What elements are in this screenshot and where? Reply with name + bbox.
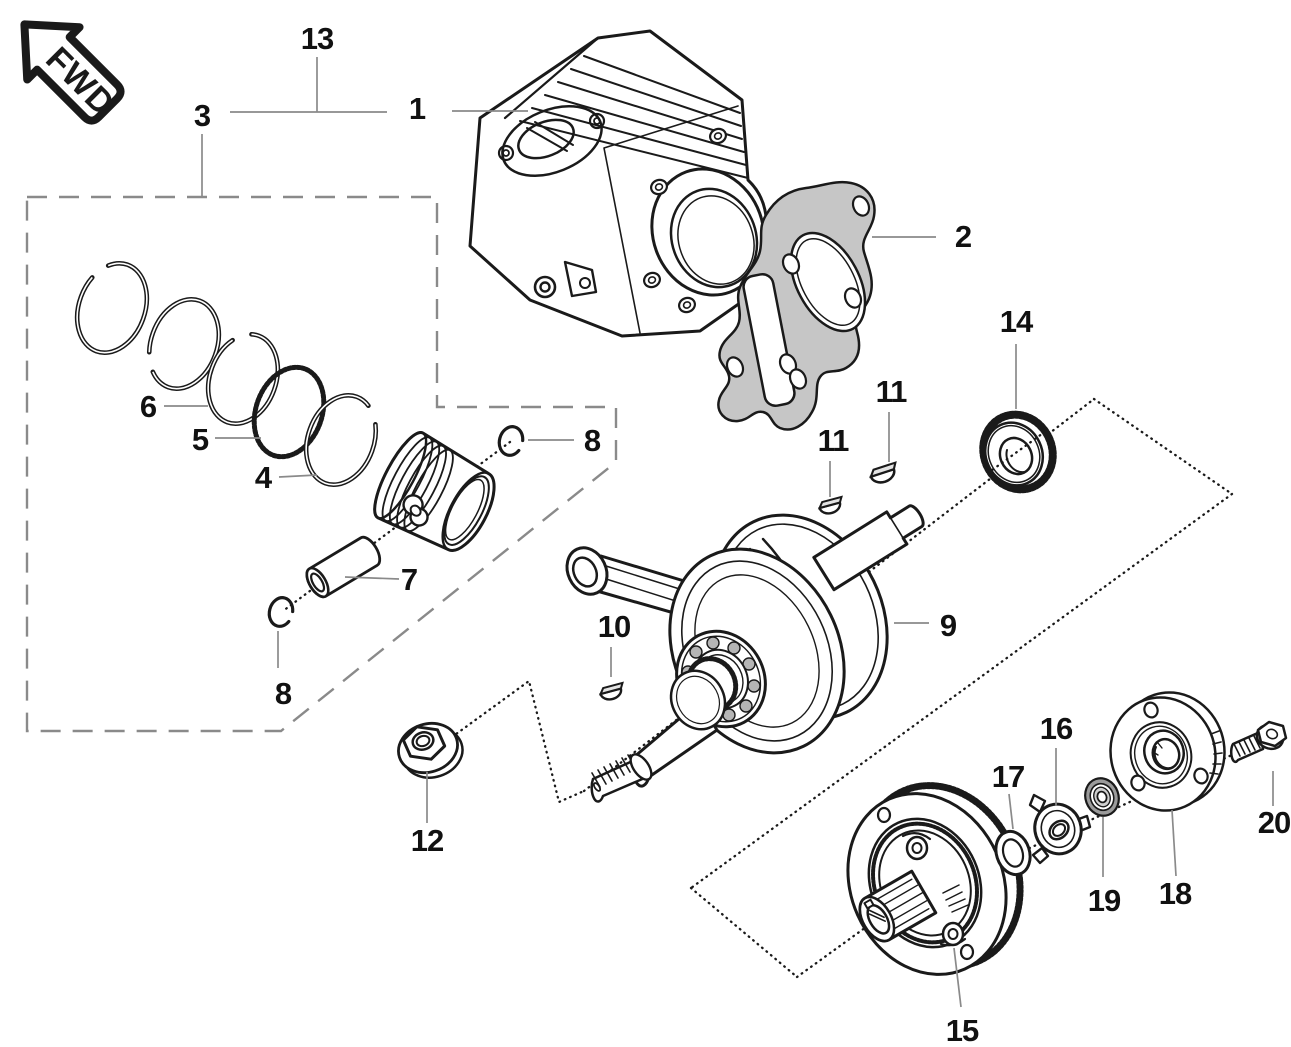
flange-nut: [397, 721, 464, 779]
hub-keyway: [863, 898, 875, 910]
woodruff-key-left: [598, 681, 624, 701]
circlip-lower: [267, 596, 295, 628]
drive-gear: [979, 410, 1057, 494]
callout-cylinder-kit: 13: [300, 21, 334, 56]
callout-oil-ring: 5: [191, 422, 209, 457]
callout-flange-nut: 12: [410, 823, 444, 858]
piston-pin-boss: [402, 494, 429, 527]
crank-shaft-right: [812, 504, 925, 592]
callout-cylinder-gasket: 2: [954, 219, 972, 254]
callout-circlip-upper: 8: [583, 423, 601, 458]
callout-drive-gear: 14: [999, 304, 1033, 339]
callout-bearing: 19: [1087, 883, 1121, 918]
callout-flange-bolt: 20: [1257, 805, 1291, 840]
cooling-fins: [503, 36, 749, 179]
cover-plate: [1109, 691, 1226, 812]
flange-bolt: [1229, 720, 1288, 764]
oil-ring: [251, 364, 327, 460]
clutch-hub: [858, 869, 938, 943]
gear-teeth: [979, 410, 1057, 494]
starter-clutch: [846, 782, 1024, 976]
woodruff-key-right: [869, 461, 897, 484]
spark-plug-boss: [533, 260, 598, 299]
woodruff-key-mid: [817, 495, 843, 515]
gasket-bore: [789, 231, 867, 333]
callout-cylinder: 1: [408, 91, 426, 126]
piston: [373, 431, 496, 552]
callout-piston-ring-bottom: 4: [254, 460, 272, 495]
callout-circlip-lower: 8: [274, 676, 292, 711]
callout-piston-assembly-group: 3: [193, 98, 211, 133]
callout-lock-nut: 16: [1039, 711, 1073, 746]
flange-bolt-holes: [643, 127, 727, 314]
washer: [994, 829, 1032, 877]
lock-nut: [1028, 793, 1092, 865]
gasket-slot: [742, 272, 796, 408]
intake-port: [517, 118, 575, 160]
bearing: [1084, 777, 1120, 817]
crank-shaft-left: [590, 656, 739, 803]
fwd-arrow-icon: [20, 20, 125, 125]
piston-rings: [74, 261, 379, 487]
callout-piston-ring-top: 6: [139, 389, 157, 424]
callout-woodruff-key-left: 10: [597, 609, 631, 644]
callout-woodruff-key-mid: 11: [817, 423, 850, 458]
callout-cover-plate: 18: [1158, 876, 1192, 911]
callout-washer: 17: [991, 759, 1025, 794]
crankshaft: [565, 504, 925, 803]
cylinder-gasket: [717, 180, 876, 431]
piston-pin: [305, 535, 382, 599]
clutch-lugs: [901, 832, 967, 947]
callout-woodruff-key-right: 11: [875, 374, 908, 409]
circlip-upper: [497, 425, 525, 457]
callout-piston-pin: 7: [400, 562, 418, 597]
callout-starter-clutch: 15: [945, 1013, 979, 1047]
callout-leader-lines: [164, 57, 1274, 1008]
callout-crankshaft: 9: [939, 608, 957, 643]
cylinder: [468, 29, 768, 338]
